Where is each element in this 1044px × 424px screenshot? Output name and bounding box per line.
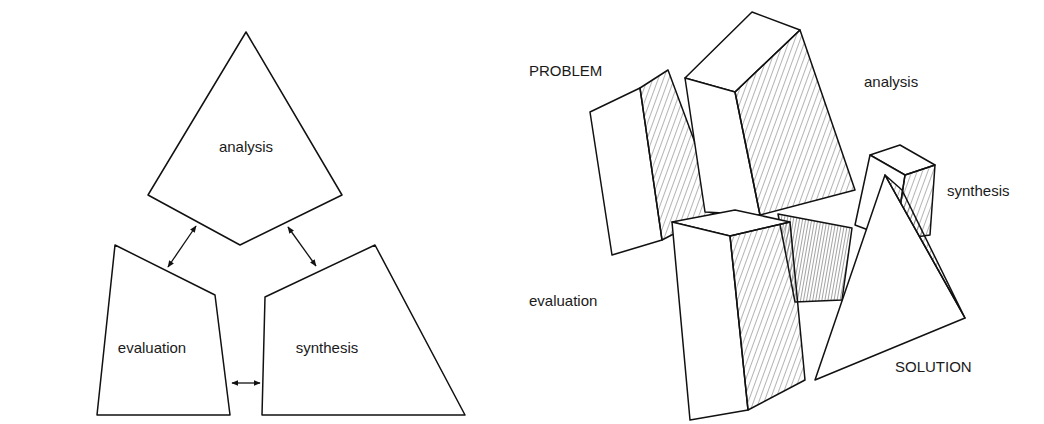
- process-shape: evaluation: [97, 245, 230, 415]
- stage-label: evaluation: [527, 292, 599, 310]
- node-label: evaluation: [118, 339, 186, 357]
- process-shape: analysis: [148, 32, 342, 245]
- process-shape: synthesis: [262, 245, 465, 415]
- double-arrow: [288, 227, 316, 266]
- double-arrow: [168, 226, 196, 267]
- stage-label: SOLUTION: [893, 358, 974, 376]
- stage-label: PROBLEM: [527, 62, 604, 80]
- stage-label: synthesis: [945, 182, 1012, 200]
- node-label: synthesis: [296, 339, 359, 357]
- evaluation-shape: [97, 245, 230, 415]
- synthesis-shape: [262, 245, 465, 415]
- double-arrow: [232, 382, 260, 383]
- node-label: analysis: [219, 138, 273, 156]
- stage-label: analysis: [862, 73, 920, 91]
